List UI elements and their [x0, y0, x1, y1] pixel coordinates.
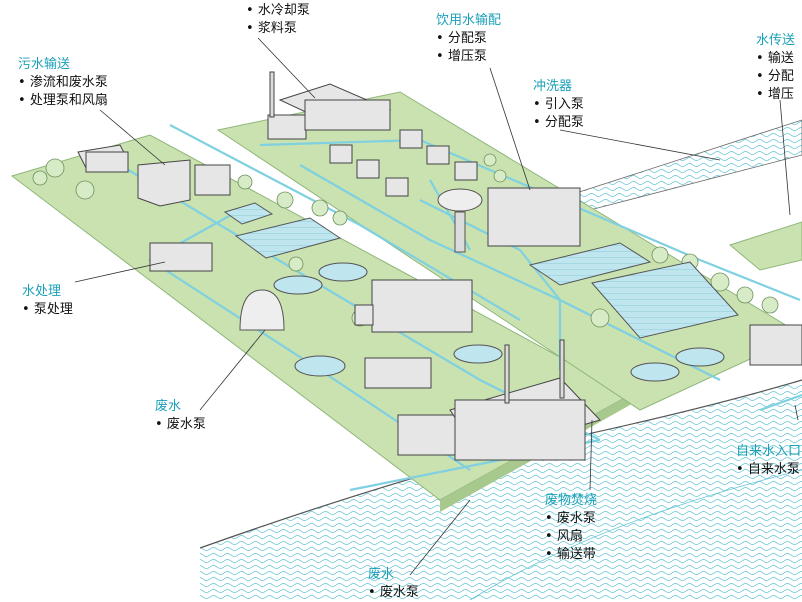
- callout-transfer: 水传送 输送 分配 增压: [756, 32, 795, 104]
- callout-item: 废水泵: [545, 510, 597, 528]
- callout-item: 废水泵: [155, 416, 206, 434]
- callout-heading: 污水输送: [18, 57, 71, 72]
- callout-item: 处理泵和风扇: [18, 92, 108, 110]
- callout-heading: 废水: [155, 399, 182, 414]
- callout-heading: 水传送: [756, 33, 796, 48]
- digester-dome: [239, 289, 285, 331]
- water-tower: [437, 188, 483, 253]
- chimneys: [269, 71, 565, 404]
- callout-item: 增压泵: [436, 48, 501, 66]
- callout-item: 风扇: [545, 528, 597, 546]
- callout-item: 水冷却泵: [246, 2, 310, 20]
- callout-heading: 水处理: [22, 284, 62, 299]
- callout-item: 分配泵: [533, 114, 584, 132]
- callout-intake: 自来水入口 自来水泵: [736, 443, 801, 479]
- callout-flush: 冲洗器 引入泵 分配泵: [533, 78, 584, 132]
- callout-heading: 废物焚烧: [545, 493, 598, 508]
- callout-incineration: 废物焚烧 废水泵 风扇 输送带: [545, 492, 597, 564]
- callout-item: 增压: [756, 86, 795, 104]
- callout-top-pumps: 水冷却泵 浆料泵: [246, 2, 310, 38]
- callout-sewage: 污水输送 渗流和废水泵 处理泵和风扇: [18, 56, 108, 110]
- callout-drinking: 饮用水输配 分配泵 增压泵: [436, 12, 501, 66]
- callout-heading: 废水: [368, 567, 395, 582]
- callout-item: 废水泵: [368, 584, 419, 602]
- settling-basins: [223, 202, 739, 339]
- callout-heading: 自来水入口: [736, 444, 802, 459]
- pipes: [119, 124, 802, 492]
- callout-item: 浆料泵: [246, 20, 310, 38]
- callout-item: 渗流和废水泵: [18, 74, 108, 92]
- trees: [32, 153, 779, 328]
- callout-heading: 冲洗器: [533, 79, 573, 94]
- callout-item: 泵处理: [22, 301, 73, 319]
- callout-treatment: 水处理 泵处理: [22, 283, 73, 319]
- callout-heading: 饮用水输配: [436, 13, 502, 28]
- callout-wastewater-2: 废水 废水泵: [368, 566, 419, 602]
- callout-item: 自来水泵: [736, 461, 801, 479]
- canal: [569, 119, 802, 211]
- callout-item: 引入泵: [533, 96, 584, 114]
- clarifiers: [273, 262, 725, 382]
- callout-item: 分配: [756, 68, 795, 86]
- callout-item: 分配泵: [436, 30, 501, 48]
- callout-wastewater-1: 废水 废水泵: [155, 398, 206, 434]
- callout-item: 输送带: [545, 546, 597, 564]
- leader-lines: [74, 37, 799, 576]
- callout-item: 输送: [756, 50, 795, 68]
